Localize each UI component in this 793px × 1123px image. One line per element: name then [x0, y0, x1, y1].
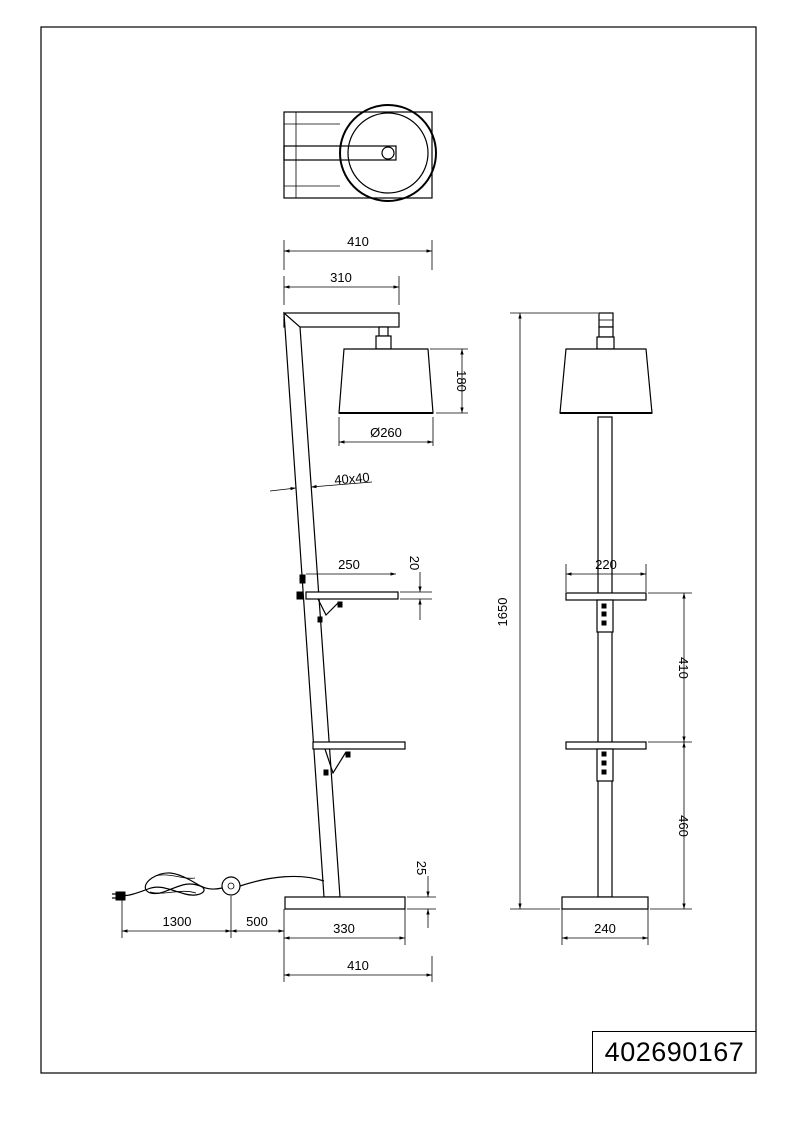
- dim-base-thickness: 25: [414, 861, 429, 875]
- dim-pole-section: 40x40: [334, 469, 371, 487]
- product-code: 402690167: [592, 1031, 756, 1073]
- side-view-lower-shelf: [312, 741, 406, 750]
- side-view-arm: [283, 312, 400, 328]
- front-view-lower-shelf: [565, 741, 647, 750]
- front-view-base: [561, 896, 649, 910]
- top-view: [283, 104, 437, 202]
- dim-shelf-thickness: 20: [407, 556, 422, 570]
- dim-shade-diameter: Ø260: [370, 425, 402, 440]
- side-view-upper-shelf: [305, 591, 399, 600]
- front-view-upper-shelf: [565, 592, 647, 601]
- dim-bottom-width: 410: [347, 958, 369, 973]
- top-view-shade-inner: [347, 112, 429, 194]
- power-cable: [239, 875, 325, 887]
- dimension-lines: [121, 240, 692, 982]
- front-view: [559, 312, 653, 910]
- side-view-pole: [283, 311, 341, 898]
- front-view-shade: [559, 348, 653, 414]
- dim-upper-shelf-depth: 250: [338, 557, 360, 572]
- dim-base-depth: 330: [333, 921, 355, 936]
- dim-total-height: 1650: [495, 598, 510, 627]
- top-view-shade-outer: [339, 104, 437, 202]
- dim-base-width-front: 240: [594, 921, 616, 936]
- dim-cable-length: 1300: [163, 914, 192, 929]
- dimension-labels: 410 310 180 Ø260 40x40 250 20 1650 220 4…: [163, 234, 691, 973]
- dim-shelf-width-front: 220: [595, 557, 617, 572]
- dim-switch-distance: 500: [246, 914, 268, 929]
- front-view-pole: [597, 416, 613, 898]
- top-view-socket: [381, 146, 395, 160]
- top-view-base-outline: [283, 111, 433, 199]
- dim-top-width: 410: [347, 234, 369, 249]
- drawing-frame: [40, 26, 757, 1074]
- dim-arm-length: 310: [330, 270, 352, 285]
- dim-shade-height: 180: [454, 370, 469, 392]
- side-view: [112, 311, 434, 910]
- dim-lower-shelf-height: 460: [676, 815, 691, 837]
- side-view-base: [284, 896, 406, 910]
- side-view-shade: [338, 348, 434, 414]
- foot-switch: [221, 876, 241, 896]
- plug: [115, 891, 126, 901]
- dim-shelf-spacing: 410: [676, 657, 691, 679]
